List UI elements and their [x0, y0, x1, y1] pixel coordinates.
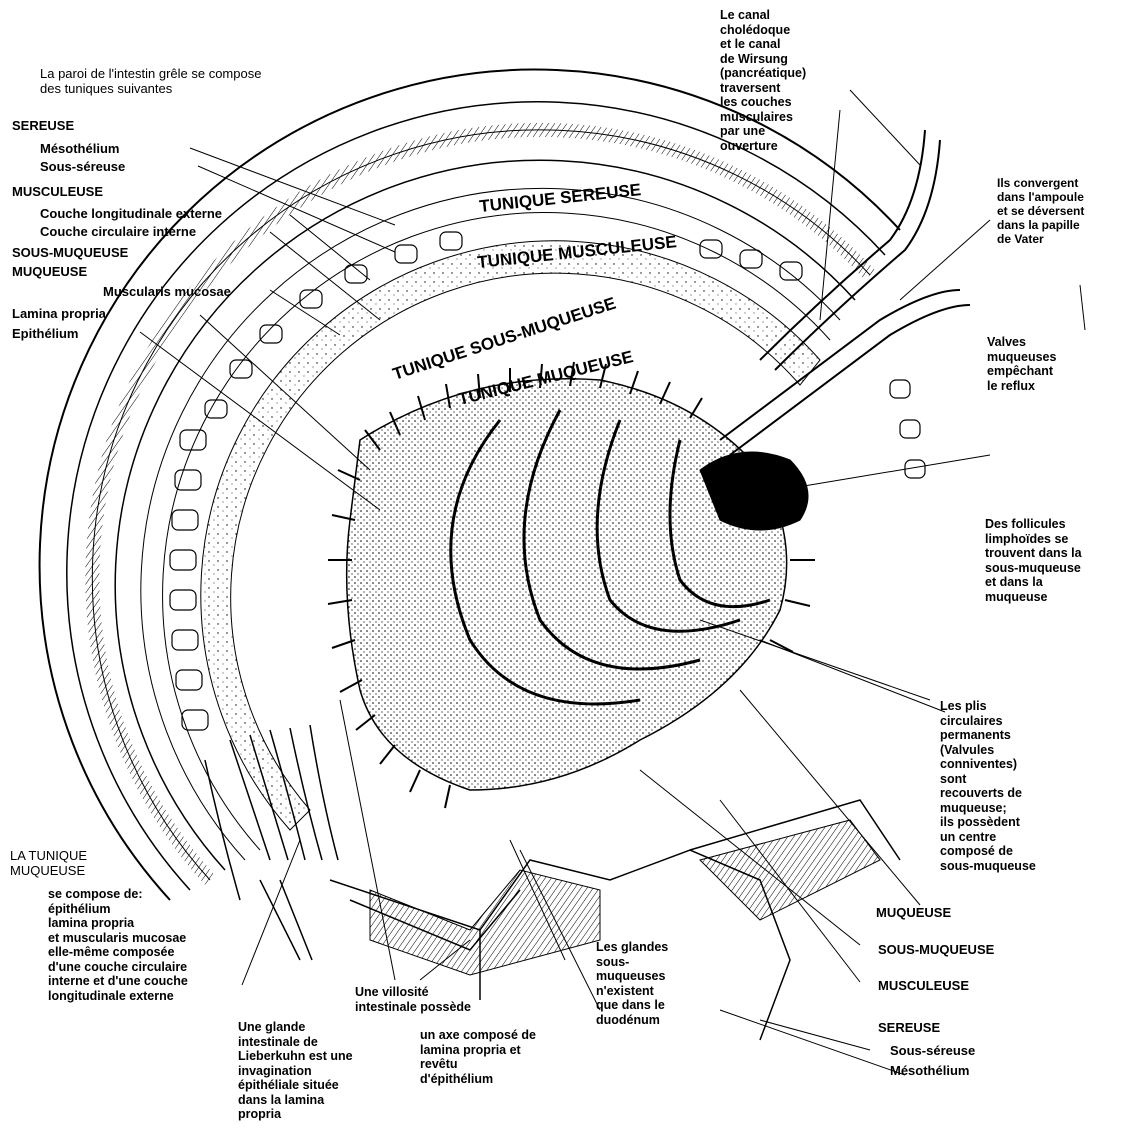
- left-label-couche-longitudinale: Couche longitudinale externe: [40, 206, 222, 221]
- ring-label-sereuse: TUNIQUE SEREUSE: [478, 180, 642, 216]
- axe-label: un axe composé de lamina propria et revê…: [420, 1028, 536, 1086]
- left-label-lamina: Lamina propria: [12, 306, 106, 321]
- right-label-sous-sereuse: Sous-séreuse: [890, 1043, 975, 1058]
- glandes-sous-muqueuses-label: Les glandes sous- muqueuses n'existent q…: [596, 940, 668, 1027]
- left-label-sereuse: SEREUSE: [12, 118, 74, 133]
- right-label-valves: Valves muqueuses empêchant le reflux: [987, 335, 1056, 393]
- right-label-musculeuse: MUSCULEUSE: [878, 978, 969, 993]
- villosite-label: Une villosité intestinale possède: [355, 985, 471, 1014]
- left-label-epithelium: Epithélium: [12, 326, 78, 341]
- left-label-sous-muqueuse: SOUS-MUQUEUSE: [12, 245, 128, 260]
- glande-lieberkuhn-label: Une glande intestinale de Lieberkuhn est…: [238, 1020, 353, 1122]
- left-label-mesothelium: Mésothélium: [40, 141, 119, 156]
- right-label-plis: Les plis circulaires permanents (Valvule…: [940, 699, 1036, 873]
- tunique-muqueuse-title: LA TUNIQUE MUQUEUSE: [10, 848, 87, 878]
- left-label-musculeuse: MUSCULEUSE: [12, 184, 103, 199]
- right-label-follicules: Des follicules limphoïdes se trouvent da…: [985, 517, 1082, 604]
- right-label-mesothelium: Mésothélium: [890, 1063, 969, 1078]
- cut-right-block: [700, 820, 880, 920]
- cut-muscle-block: [370, 870, 600, 975]
- right-label-convergent: Ils convergent dans l'ampoule et se déve…: [997, 176, 1084, 246]
- canal-choledoque-note: Le canal cholédoque et le canal de Wirsu…: [720, 8, 806, 153]
- right-label-sereuse: SEREUSE: [878, 1020, 940, 1035]
- left-label-muqueuse: MUQUEUSE: [12, 264, 87, 279]
- right-label-muqueuse: MUQUEUSE: [876, 905, 951, 920]
- left-label-couche-circulaire: Couche circulaire interne: [40, 224, 196, 239]
- left-label-sous-sereuse: Sous-séreuse: [40, 159, 125, 174]
- right-label-sous-muqueuse: SOUS-MUQUEUSE: [878, 942, 994, 957]
- intro-text: La paroi de l'intestin grêle se compose …: [40, 66, 261, 96]
- left-label-muscularis: Muscularis mucosae: [103, 284, 231, 299]
- tunique-muqueuse-body: se compose de: épithélium lamina propria…: [48, 887, 188, 1003]
